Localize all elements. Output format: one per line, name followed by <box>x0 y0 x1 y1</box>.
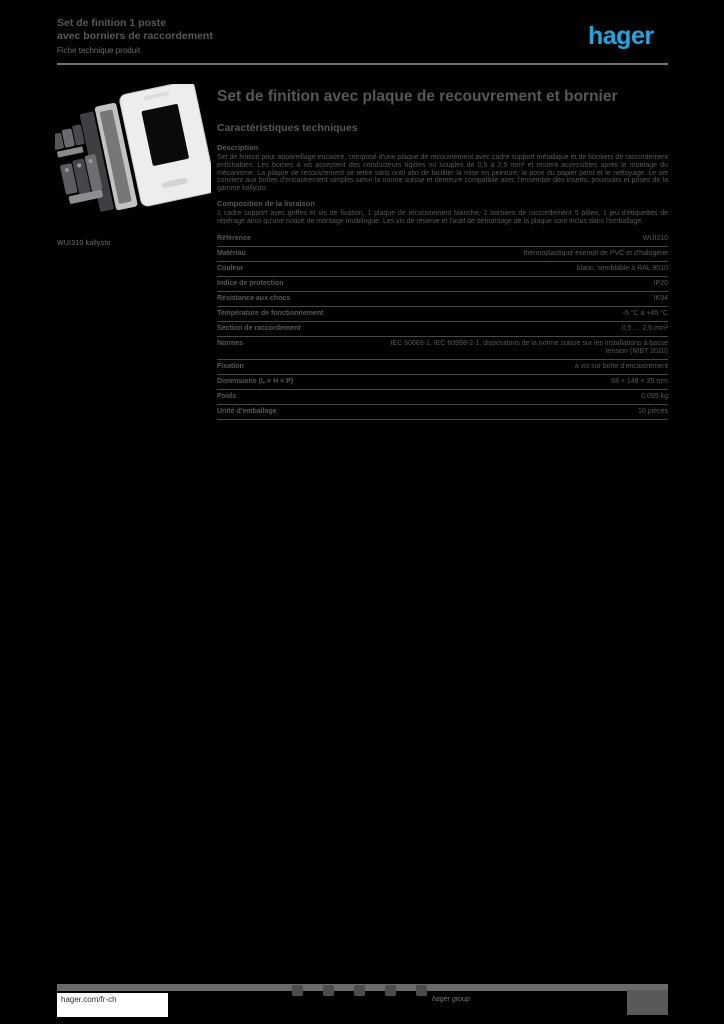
youtube-icon[interactable] <box>354 985 365 996</box>
spec-label: Résistance aux chocs <box>217 294 291 302</box>
spec-label: Normes <box>217 339 244 347</box>
header-title-block: Set de finition 1 poste avec borniers de… <box>57 17 213 56</box>
group-label-description: Description <box>217 143 259 152</box>
spec-table: Référence WUI310 Matériau thermoplastiqu… <box>217 232 668 420</box>
linkedin-icon[interactable] <box>385 985 396 996</box>
spec-label: Fixation <box>217 362 244 370</box>
spec-value: 0,5 … 2,5 mm² <box>621 324 668 332</box>
spec-value: 88 × 148 × 35 mm <box>611 377 668 385</box>
group-text-composition: 1 cadre support avec griffes et vis de f… <box>217 209 668 225</box>
spec-value: 0,095 kg <box>641 392 668 400</box>
page-title: Set de finition avec plaque de recouvrem… <box>217 88 618 105</box>
product-photo <box>51 80 216 218</box>
group-text-description: Set de finition pour appareillage encast… <box>217 154 668 193</box>
table-row: Poids 0,095 kg <box>217 390 668 405</box>
product-photo-svg <box>51 80 216 212</box>
table-row: Dimensions (L × H × P) 88 × 148 × 35 mm <box>217 375 668 390</box>
spec-value: à vis sur boîte d'encastrement <box>574 362 668 370</box>
table-row: Indice de protection IP20 <box>217 277 668 292</box>
table-row: Section de raccordement 0,5 … 2,5 mm² <box>217 322 668 337</box>
group-label-composition: Composition de la livraison <box>217 198 315 208</box>
header-title-line1: Set de finition 1 poste <box>57 17 167 29</box>
table-row: Température de fonctionnement -5 °C à +4… <box>217 307 668 322</box>
table-row: Matériau thermoplastique exempt de PVC e… <box>217 247 668 262</box>
footer-tagline: hager group <box>432 996 470 1003</box>
spec-value: thermoplastique exempt de PVC et d'halog… <box>523 249 668 257</box>
spec-value: IP20 <box>653 279 668 287</box>
table-row: Fixation à vis sur boîte d'encastrement <box>217 360 668 375</box>
section-heading: Caractéristiques techniques <box>217 122 358 134</box>
cover-plate-cutout <box>141 104 189 166</box>
table-row: Unité d'emballage 10 pièces <box>217 405 668 420</box>
spec-value: 10 pièces <box>638 407 668 415</box>
header-title-line2: avec borniers de raccordement <box>57 30 213 42</box>
twitter-icon[interactable] <box>323 985 334 996</box>
spec-label: Indice de protection <box>217 279 284 287</box>
header-divider <box>57 63 668 65</box>
spec-value: WUI310 <box>642 234 668 242</box>
footer-website-link[interactable]: hager.com/fr-ch <box>57 993 168 1017</box>
hager-logo: hager <box>588 22 654 50</box>
spec-label: Unité d'emballage <box>217 407 277 415</box>
instagram-icon[interactable] <box>416 985 427 996</box>
facebook-icon[interactable] <box>292 985 303 996</box>
spec-value: IK04 <box>653 294 668 302</box>
table-row: Couleur blanc, semblable à RAL 9010 <box>217 262 668 277</box>
spec-label: Dimensions (L × H × P) <box>217 377 294 385</box>
table-row: Résistance aux chocs IK04 <box>217 292 668 307</box>
spec-label: Couleur <box>217 264 244 272</box>
spec-value: -5 °C à +45 °C <box>622 309 668 317</box>
product-caption: WUI310 kallysto <box>57 240 111 247</box>
main-content: Set de finition avec plaque de recouvrem… <box>217 88 668 420</box>
footer-page-box <box>627 990 668 1015</box>
spec-label: Référence <box>217 234 251 242</box>
terminal-blocks-upper <box>51 124 85 158</box>
footer-social-icons <box>292 985 427 996</box>
spec-label: Matériau <box>217 249 246 257</box>
header-subtitle: Fiche technique produit <box>57 46 141 55</box>
table-row: Référence WUI310 <box>217 232 668 247</box>
table-row: Normes IEC 60669-1, IEC 60998-2-1, dispo… <box>217 337 668 360</box>
spec-label: Température de fonctionnement <box>217 309 324 317</box>
spec-value: blanc, semblable à RAL 9010 <box>576 264 668 272</box>
spec-label: Section de raccordement <box>217 324 301 332</box>
terminal-blocks-lower <box>60 154 103 204</box>
spec-label: Poids <box>217 392 237 400</box>
spec-value: IEC 60669-1, IEC 60998-2-1, dispositions… <box>390 339 668 355</box>
